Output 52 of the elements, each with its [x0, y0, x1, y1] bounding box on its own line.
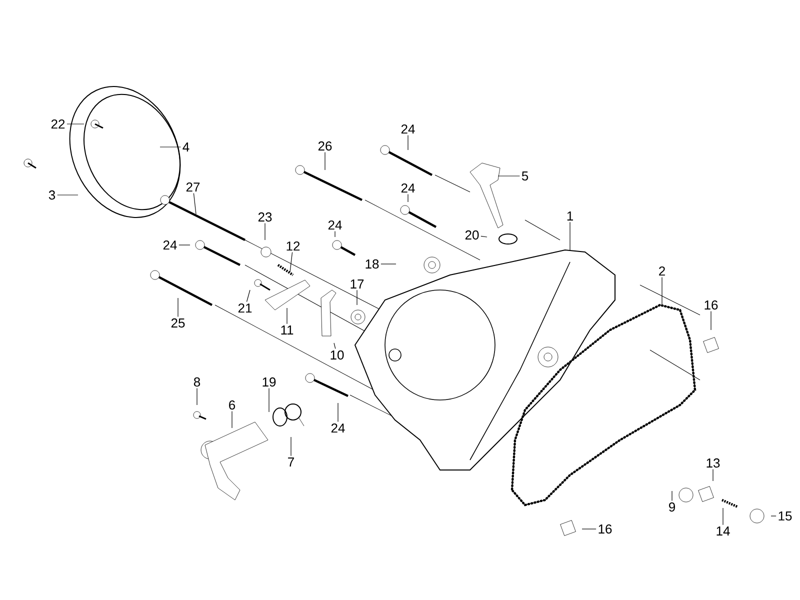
callout-number: 10	[330, 350, 344, 360]
leader-line	[334, 230, 336, 238]
callout-number: 22	[51, 119, 65, 129]
callout-number: 19	[262, 377, 276, 387]
callout-number: 24	[331, 423, 345, 433]
leader-line	[710, 311, 712, 330]
callout-number: 24	[401, 183, 415, 193]
leader-line	[264, 223, 266, 240]
leader-line	[196, 388, 198, 406]
leader-line	[712, 469, 714, 482]
callout-number: 8	[194, 377, 200, 387]
callout-number: 6	[229, 400, 236, 410]
callout-number: 7	[288, 458, 294, 466]
callout-number: 15	[778, 511, 792, 521]
callout-number: 23	[258, 212, 272, 222]
callout-number: 24	[401, 124, 415, 134]
callout-number: 16	[598, 524, 612, 534]
callout-number: 24	[328, 220, 342, 230]
callout-number: 4	[182, 142, 190, 152]
callout-number: 26	[318, 141, 332, 151]
callout-number: 21	[238, 303, 252, 313]
callout-number: 12	[286, 241, 300, 251]
leader-line	[193, 192, 196, 214]
callout-number: 13	[706, 458, 720, 468]
callout-number: 1	[567, 212, 573, 220]
leader-line	[178, 244, 190, 246]
leader-line	[286, 308, 288, 324]
callout-number: 17	[350, 280, 364, 288]
callout-number: 11	[281, 326, 294, 334]
callout-number: 2	[659, 266, 665, 276]
callout-number: 24	[163, 240, 177, 250]
leader-line	[160, 146, 181, 148]
leader-line	[480, 236, 488, 238]
leader-line	[290, 252, 293, 272]
callout-number: 5	[522, 171, 528, 181]
callout-number: 25	[171, 318, 185, 328]
callout-number: 9	[669, 502, 675, 512]
callout-number: 14	[716, 526, 730, 536]
callout-number: 18	[366, 259, 379, 269]
leader-line	[356, 290, 358, 306]
leader-line	[334, 342, 336, 349]
callout-number: 27	[186, 182, 200, 192]
leader-line	[268, 388, 270, 412]
callout-number: 3	[48, 190, 56, 200]
leader-line	[290, 436, 292, 456]
callout-number: 20	[465, 230, 479, 240]
leader-line	[246, 290, 250, 302]
leader-line	[324, 152, 326, 170]
leader-line	[722, 508, 724, 526]
leader-line	[582, 528, 596, 530]
leader-line	[57, 194, 78, 196]
callout-number: 16	[704, 300, 718, 310]
